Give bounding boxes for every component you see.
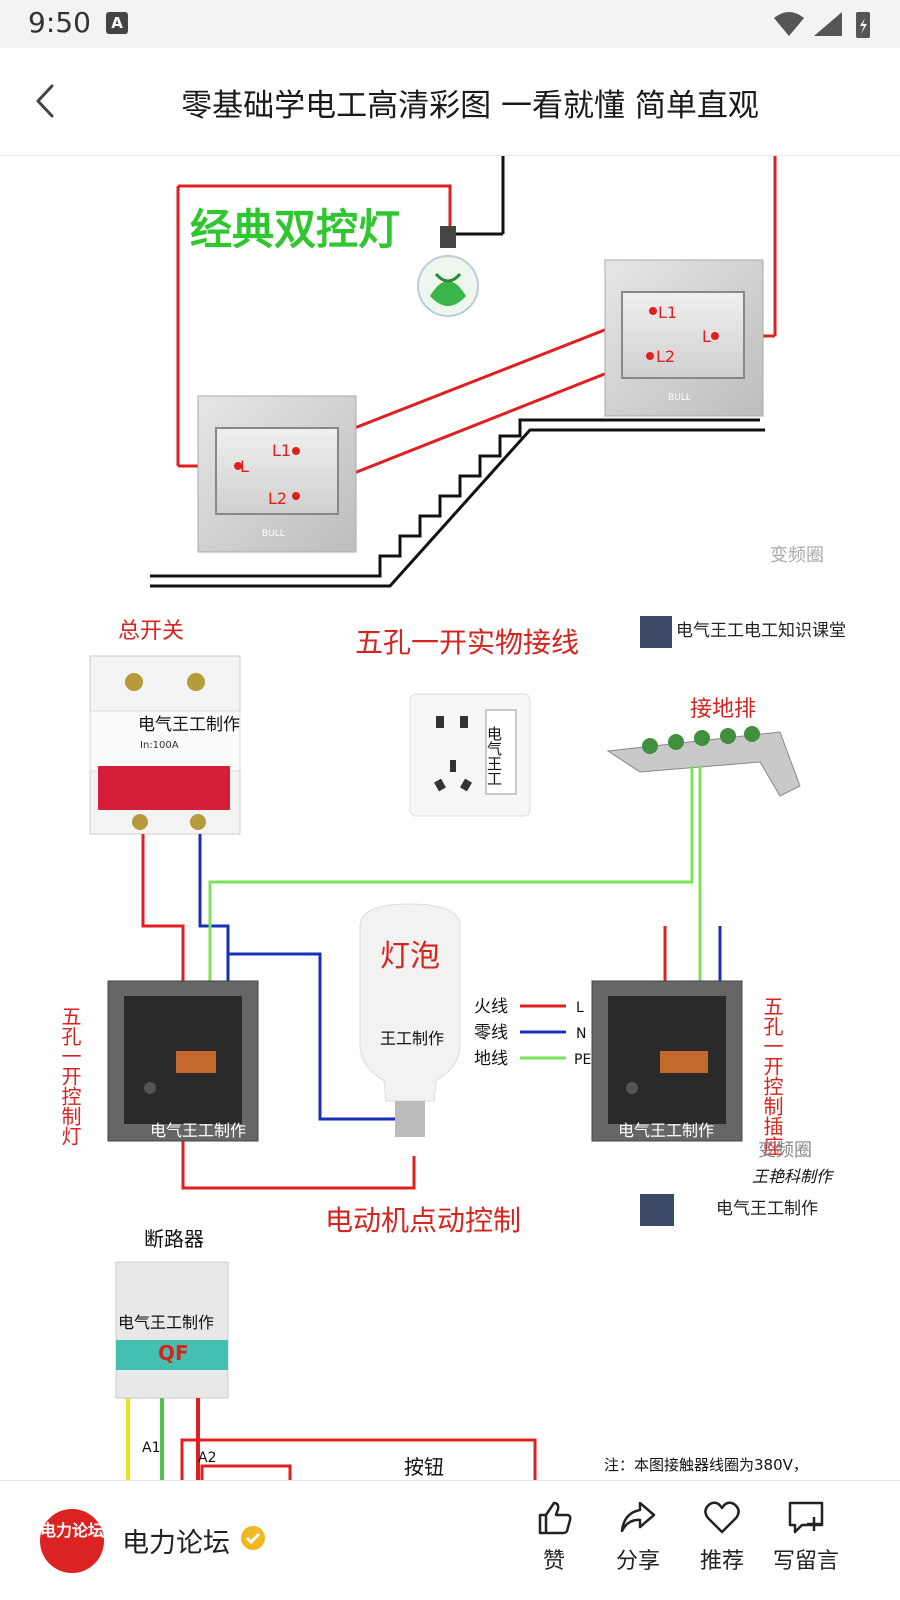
svg-text:电气王工制作: 电气王工制作 bbox=[138, 715, 240, 735]
chevron-left-icon bbox=[36, 84, 54, 118]
heart-icon bbox=[704, 1501, 740, 1534]
notification-icon: A bbox=[106, 12, 128, 34]
signal-icon bbox=[814, 12, 842, 36]
comment-add-icon bbox=[788, 1501, 824, 1534]
svg-text:BULL: BULL bbox=[262, 529, 285, 539]
right-switch: L1 L2 L BULL bbox=[604, 259, 764, 417]
circuit-breaker-qf: 电气王工制作 QF bbox=[115, 1261, 229, 1399]
svg-text:A1: A1 bbox=[142, 1440, 160, 1456]
svg-text:QF: QF bbox=[158, 1341, 189, 1365]
svg-text:N: N bbox=[576, 1026, 586, 1042]
wifi-icon bbox=[774, 12, 804, 36]
diagram-double-control-light: 经典双控灯 L L1 L2 BULL L1 L2 bbox=[150, 156, 824, 588]
right-panel-side-label: 五孔一开控制插座 bbox=[760, 996, 784, 1156]
diagram-motor-jog: 电动机点动控制 电气王工制作 断路器 电气王工制作 QF A1 A2 按钮 注：… bbox=[115, 1194, 818, 1480]
light-bulb-icon bbox=[417, 226, 479, 317]
svg-text:PE: PE bbox=[574, 1052, 591, 1068]
right-wall-panel: 电气王工制作 bbox=[591, 980, 743, 1142]
svg-text:电气王工制作: 电气王工制作 bbox=[150, 1121, 246, 1140]
svg-text:零线: 零线 bbox=[474, 1023, 508, 1043]
verified-badge-icon bbox=[241, 1526, 265, 1550]
left-switch: L L1 L2 BULL bbox=[197, 395, 357, 553]
svg-text:火线: 火线 bbox=[474, 997, 508, 1017]
write-comment-button[interactable]: 写留言 bbox=[766, 1497, 846, 1575]
svg-text:L2: L2 bbox=[656, 347, 675, 366]
channel-label: 电气王工电工知识课堂 bbox=[676, 621, 846, 641]
bottom-action-bar: 电力论坛 电力论坛 赞 分享 推荐 写留言 bbox=[0, 1480, 900, 1600]
status-bar: 9:50 A bbox=[0, 0, 900, 48]
watermark-1: 变频圈 bbox=[770, 545, 824, 566]
signature: 王艳科制作 bbox=[752, 1167, 835, 1186]
share-button[interactable]: 分享 bbox=[598, 1497, 678, 1575]
left-wall-panel: 电气王工制作 bbox=[107, 980, 259, 1142]
article-image[interactable]: 经典双控灯 L L1 L2 BULL L1 L2 bbox=[0, 156, 900, 1480]
svg-text:BULL: BULL bbox=[668, 393, 691, 403]
diagram-note: 注：本图接触器线圈为380V， bbox=[604, 1456, 808, 1474]
svg-text:电气王工制作: 电气王工制作 bbox=[118, 1313, 214, 1332]
left-panel-side-label: 五孔一开控制灯 bbox=[58, 1006, 82, 1146]
svg-text:L1: L1 bbox=[658, 303, 677, 322]
breaker-label: 断路器 bbox=[144, 1227, 204, 1251]
main-switch-label: 总开关 bbox=[118, 619, 184, 644]
diagram-five-hole-socket: 五孔一开实物接线 总开关 电气王工电工知识课堂 电气王工制作 In:100A bbox=[58, 616, 846, 1190]
svg-text:L2: L2 bbox=[268, 489, 287, 508]
push-button-label: 按钮 bbox=[404, 1455, 444, 1479]
staircase bbox=[150, 418, 765, 588]
svg-text:接地排: 接地排 bbox=[690, 697, 756, 722]
like-button[interactable]: 赞 bbox=[514, 1497, 594, 1575]
svg-text:L: L bbox=[240, 457, 249, 476]
svg-text:L: L bbox=[576, 1000, 584, 1016]
diagram2-title: 五孔一开实物接线 bbox=[355, 626, 579, 659]
svg-text:A2: A2 bbox=[198, 1450, 216, 1466]
socket-panel: 电气王工 bbox=[409, 693, 531, 817]
status-icons bbox=[770, 10, 880, 44]
svg-text:L: L bbox=[702, 327, 711, 346]
share-icon bbox=[620, 1501, 656, 1533]
wire-legend: 火线 L 零线 N 地线 PE bbox=[474, 997, 591, 1069]
channel-label-2: 电气王工制作 bbox=[716, 1199, 818, 1219]
author-avatar[interactable]: 电力论坛 bbox=[40, 1509, 104, 1573]
diagram1-title: 经典双控灯 bbox=[190, 205, 400, 254]
author-name[interactable]: 电力论坛 bbox=[122, 1528, 230, 1559]
recommend-button[interactable]: 推荐 bbox=[682, 1497, 762, 1575]
svg-text:灯泡: 灯泡 bbox=[380, 939, 440, 974]
led-bulb: 灯泡 王工制作 bbox=[359, 903, 461, 1137]
nav-bar: 零基础学电工高清彩图 一看就懂 简单直观 bbox=[0, 48, 900, 156]
watermark-2: 变频圈 bbox=[758, 1140, 812, 1161]
status-time: 9:50 bbox=[28, 6, 91, 39]
svg-text:王工制作: 王工制作 bbox=[380, 1029, 444, 1048]
main-breaker: 电气王工制作 In:100A bbox=[89, 655, 241, 835]
diagram3-title: 电动机点动控制 bbox=[325, 1204, 521, 1237]
svg-text:电气王工制作: 电气王工制作 bbox=[618, 1121, 714, 1140]
svg-text:In:100A: In:100A bbox=[140, 740, 179, 751]
svg-text:地线: 地线 bbox=[474, 1049, 508, 1069]
back-button[interactable] bbox=[22, 76, 72, 126]
svg-text:电气王工: 电气王工 bbox=[485, 726, 503, 786]
ground-bar: 接地排 bbox=[606, 697, 801, 797]
page-title: 零基础学电工高清彩图 一看就懂 简单直观 bbox=[181, 88, 759, 124]
svg-text:L1: L1 bbox=[272, 441, 291, 460]
thumbs-up-icon bbox=[538, 1501, 572, 1535]
